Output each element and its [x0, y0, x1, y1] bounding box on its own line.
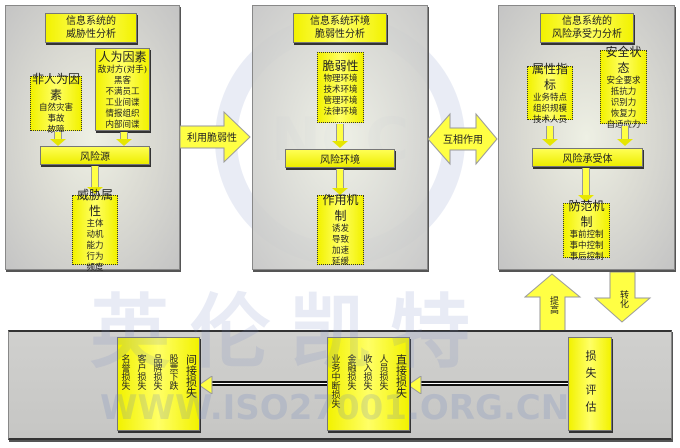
non-human-factors-box: 非人为因素 自然灾害 事故 故障	[30, 72, 82, 135]
box-title: 损失评估	[584, 350, 597, 418]
item: 抵抗力	[610, 86, 637, 97]
item: 加速	[331, 246, 349, 256]
attribute-index-box: 属性指标 业务特点 组织规模 技术人员	[527, 62, 573, 125]
interaction-double-arrow	[428, 112, 498, 166]
item: 自然灾害	[38, 103, 73, 113]
loss-assessment-box: 损失评估	[568, 337, 612, 431]
item: 技术人员	[532, 114, 567, 125]
down-arrow	[116, 132, 132, 146]
item: 诱发	[331, 224, 349, 234]
item: 情报组织	[105, 108, 140, 119]
improve-up-arrow	[524, 273, 582, 333]
vuln-panel-title: 信息系统环境脆弱性分析	[293, 13, 387, 43]
item: 客户损失	[135, 354, 146, 390]
item: 名誉损失	[119, 354, 130, 390]
item: 品牌损失	[151, 354, 162, 390]
item: 金融损失	[345, 354, 356, 390]
item: 导致	[331, 235, 349, 245]
item: 股票下跌	[167, 354, 178, 390]
security-state-box: 安全状态 安全要求 抵抗力 识别力 恢复力 自适应力	[600, 45, 647, 130]
item: 行为	[86, 251, 104, 262]
item: 动机	[86, 229, 104, 240]
item: 人员损失	[377, 354, 388, 390]
item: 恢复力	[610, 108, 637, 119]
transform-down-arrow	[594, 272, 652, 323]
box-title: 作用机制	[322, 193, 359, 223]
human-factors-box: 人为因素 敌对方(对手) 黑客 不满员工 工业间谍 情报组织 内部间谍	[95, 48, 150, 131]
down-arrow	[87, 166, 103, 194]
item: 事后控制	[569, 252, 604, 262]
risk-source-bar: 风险源	[40, 146, 150, 165]
item: 业务特点	[532, 92, 567, 103]
threat-attributes-box: 威胁属性 主体 动机 能力 行为 频度	[72, 188, 118, 273]
item: 技术环境	[323, 84, 358, 95]
item: 自适应力	[606, 119, 641, 130]
left-arrow	[211, 381, 327, 386]
box-title: 直接损失	[394, 354, 408, 398]
tolerance-panel-title: 信息系统的风险承受力分析	[540, 13, 634, 43]
item: 收入损失	[361, 354, 372, 390]
down-arrow	[542, 126, 558, 146]
item: 业务中断损失	[329, 354, 340, 408]
down-arrow	[617, 126, 633, 146]
transform-arrow-label: 转化	[618, 290, 628, 308]
item: 延缓	[331, 257, 349, 267]
item: 故障	[47, 125, 65, 135]
title-line: 威胁性分析	[66, 29, 116, 40]
defense-mechanism-box: 防范机制 事前控制 事中控制 事后控制	[563, 199, 610, 262]
title-line: 脆弱性分析	[315, 29, 365, 40]
item: 黑客	[113, 75, 131, 86]
box-title: 安全状态	[605, 44, 642, 75]
down-arrow	[332, 124, 348, 148]
left-arrowhead	[199, 376, 213, 394]
left-arrow	[420, 381, 568, 386]
left-arrowhead	[408, 376, 422, 394]
box-title: 防范机制	[568, 199, 605, 229]
title-line: 风险承受力分析	[552, 29, 622, 40]
title-line: 信息系统环境	[310, 16, 370, 27]
title-line: 信息系统的	[66, 16, 116, 27]
direct-loss-box: 直接损失 人员损失 收入损失 金融损失 业务中断损失	[327, 337, 410, 431]
threat-panel-title: 信息系统的威胁性分析	[45, 13, 137, 43]
down-arrow	[578, 168, 594, 202]
indirect-loss-box: 间接损失 股票下跌 品牌损失 客户损失 名誉损失	[117, 337, 200, 431]
item: 识别力	[610, 97, 637, 108]
exploit-arrow-label: 利用脆弱性	[187, 133, 237, 144]
item: 事前控制	[569, 230, 604, 240]
risk-bearer-bar: 风险承受体	[532, 148, 643, 167]
item: 频度	[86, 262, 104, 273]
item: 安全要求	[606, 75, 641, 86]
down-arrow	[332, 169, 348, 195]
item: 事中控制	[569, 241, 604, 251]
item: 敌对方(对手)	[97, 64, 148, 75]
title-line: 信息系统的	[562, 16, 612, 27]
box-title: 非人为因素	[31, 72, 80, 102]
item: 物理环境	[323, 73, 358, 84]
down-arrow	[50, 132, 66, 146]
mechanism-box: 作用机制 诱发 导致 加速 延缓	[317, 193, 364, 267]
improve-arrow-label: 提高	[548, 296, 558, 314]
box-title: 间接损失	[184, 354, 198, 398]
item: 不满员工	[105, 86, 140, 97]
box-title: 人为因素	[98, 49, 147, 64]
risk-environment-bar: 风险环境	[285, 149, 395, 168]
box-title: 属性指标	[531, 61, 568, 92]
item: 工业间谍	[105, 97, 140, 108]
item: 内部间谍	[105, 119, 140, 130]
item: 能力	[86, 240, 104, 251]
item: 法律环境	[323, 106, 358, 117]
interaction-arrow-label: 互相作用	[443, 135, 483, 146]
item: 主体	[86, 218, 104, 229]
exploit-arrow	[180, 110, 251, 164]
box-title: 脆弱性	[322, 58, 359, 73]
item: 管理环境	[323, 95, 358, 106]
item: 事故	[47, 114, 65, 124]
item: 组织规模	[532, 103, 567, 114]
vulnerability-box: 脆弱性 物理环境 技术环境 管理环境 法律环境	[317, 52, 364, 123]
box-title: 威胁属性	[76, 187, 113, 218]
